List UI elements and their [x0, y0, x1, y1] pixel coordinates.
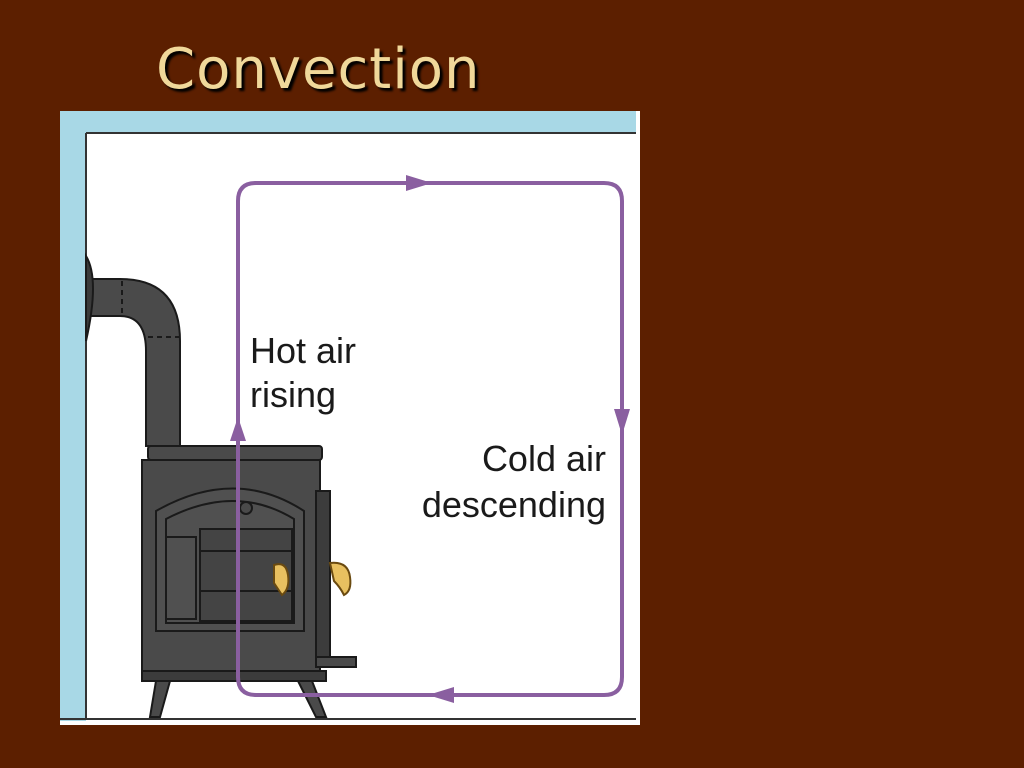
stove-hearth — [315, 656, 357, 668]
slide-title: Convection — [156, 37, 481, 102]
stove-top — [147, 445, 323, 461]
convection-path — [236, 181, 624, 697]
arrow-left-bottom — [428, 687, 454, 703]
ceiling — [60, 111, 636, 133]
cold-air-label-line1: Cold air — [482, 438, 606, 479]
chimney-collar — [85, 252, 94, 342]
wood-stove — [85, 252, 357, 718]
chimney-pipe — [85, 278, 181, 447]
hot-air-label-line1: Hot air — [250, 330, 356, 371]
door-handle — [273, 563, 290, 597]
left-wall — [60, 111, 86, 721]
stove-side — [315, 490, 331, 662]
stove-leg-right — [296, 680, 328, 718]
cold-air-label-line2: descending — [422, 484, 606, 525]
stove-left-panel — [165, 536, 197, 620]
convection-diagram: Hot air rising Cold air descending — [60, 111, 640, 725]
stove-door-knob — [239, 501, 253, 515]
arrow-right-top — [406, 175, 432, 191]
side-handle — [328, 561, 352, 597]
hot-air-label-line2: rising — [250, 374, 336, 415]
convection-loop — [230, 175, 630, 703]
room-walls — [60, 111, 636, 721]
arrow-down-cold-air — [614, 409, 630, 435]
arrow-up-hot-air — [230, 417, 246, 441]
convection-diagram-svg: Hot air rising Cold air descending — [60, 111, 636, 721]
stove-leg-left — [148, 680, 172, 718]
stove-base — [141, 670, 327, 682]
